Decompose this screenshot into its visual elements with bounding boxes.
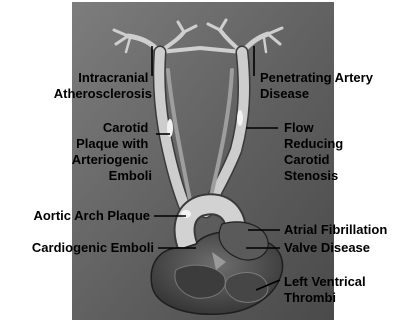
label-atrial-fibrillation: Atrial Fibrillation	[284, 222, 387, 237]
label-cardiogenic-emboli: Cardiogenic Emboli	[32, 240, 154, 255]
label-flow-reducing-carotid-stenosis: Flow Reducing Carotid Stenosis	[284, 120, 347, 183]
label-left-ventrical-thrombi: Left Ventrical Thrombi	[284, 274, 369, 305]
label-intracranial-atherosclerosis: Intracranial Atherosclerosis	[54, 70, 152, 101]
label-aortic-arch-plaque: Aortic Arch Plaque	[33, 208, 150, 223]
label-valve-disease: Valve Disease	[284, 240, 370, 255]
